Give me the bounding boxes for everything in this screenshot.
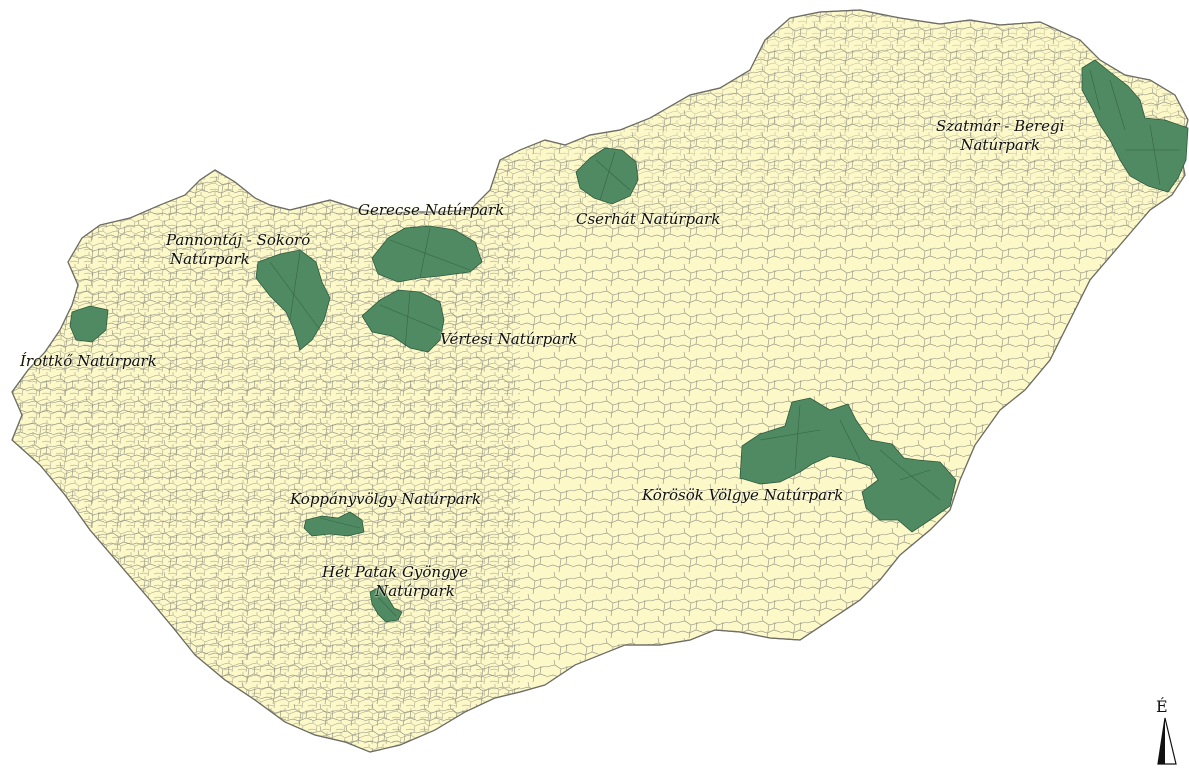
park-area-szatmar: [1081, 59, 1189, 193]
park-label-gerecse: Gerecse Natúrpark: [358, 201, 505, 219]
north-label: É: [1156, 697, 1168, 716]
park-label-irottko: Írottkő Natúrpark: [20, 352, 157, 370]
park-area-koppany: [303, 511, 365, 537]
park-label-cserhat: Cserhát Natúrpark: [576, 210, 721, 228]
park-area-hetpatak: [369, 585, 403, 623]
park-label-koppany: Koppányvölgy Natúrpark: [290, 490, 481, 508]
park-areas: [69, 59, 1189, 623]
park-area-irottko: [69, 305, 109, 343]
park-area-cserhat: [575, 147, 639, 205]
park-label-korosok: Körösök Völgye Natúrpark: [642, 486, 844, 504]
park-label-vertesi: Vértesi Natúrpark: [440, 330, 578, 348]
park-area-vertesi: [361, 289, 445, 353]
north-arrow: [1157, 717, 1177, 765]
park-label-szatmar: Szatmár - Beregi Natúrpark: [936, 117, 1065, 154]
park-area-korosok: [739, 397, 957, 533]
park-label-pannontaj: Pannontáj - Sokoró Natúrpark: [166, 231, 311, 268]
park-label-hetpatak: Hét Patak Gyöngye Natúrpark: [322, 563, 469, 600]
